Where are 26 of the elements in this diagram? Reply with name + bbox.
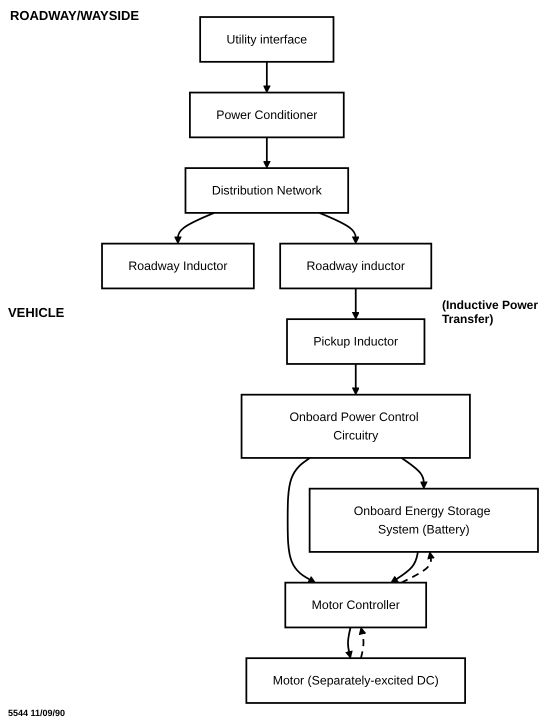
node-box: Motor (Separately-excited DC) xyxy=(245,657,466,704)
arrow xyxy=(262,137,271,168)
zone-heading: ROADWAY/WAYSIDE xyxy=(10,8,140,23)
arrow xyxy=(319,212,360,244)
arrow xyxy=(352,364,360,396)
node-box: Utility interface xyxy=(199,16,334,63)
arrow xyxy=(345,627,353,659)
arrow xyxy=(352,288,360,320)
node-box: Motor Controller xyxy=(284,582,428,628)
zone-heading: VEHICLE xyxy=(8,305,64,320)
arrow xyxy=(262,62,271,93)
node-box: Power Conditioner xyxy=(189,92,345,138)
arrow xyxy=(174,212,214,244)
arrow xyxy=(400,552,435,584)
node-box: Roadway inductor xyxy=(279,242,432,290)
node-box: Pickup Inductor xyxy=(286,318,426,365)
node-box: Distribution Network xyxy=(184,167,350,214)
node-box: Roadway Inductor xyxy=(101,242,255,290)
node-box: Onboard Energy Storage System (Battery) xyxy=(308,488,539,553)
arrow xyxy=(286,457,316,583)
figure-code: 5544 11/09/90 xyxy=(8,708,66,718)
node-box: Onboard Power Control Circuitry xyxy=(240,394,471,459)
arrow xyxy=(401,457,428,490)
arrow xyxy=(390,552,419,583)
arrow xyxy=(358,627,366,658)
boundary-note: (Inductive Power Transfer) xyxy=(442,298,540,326)
